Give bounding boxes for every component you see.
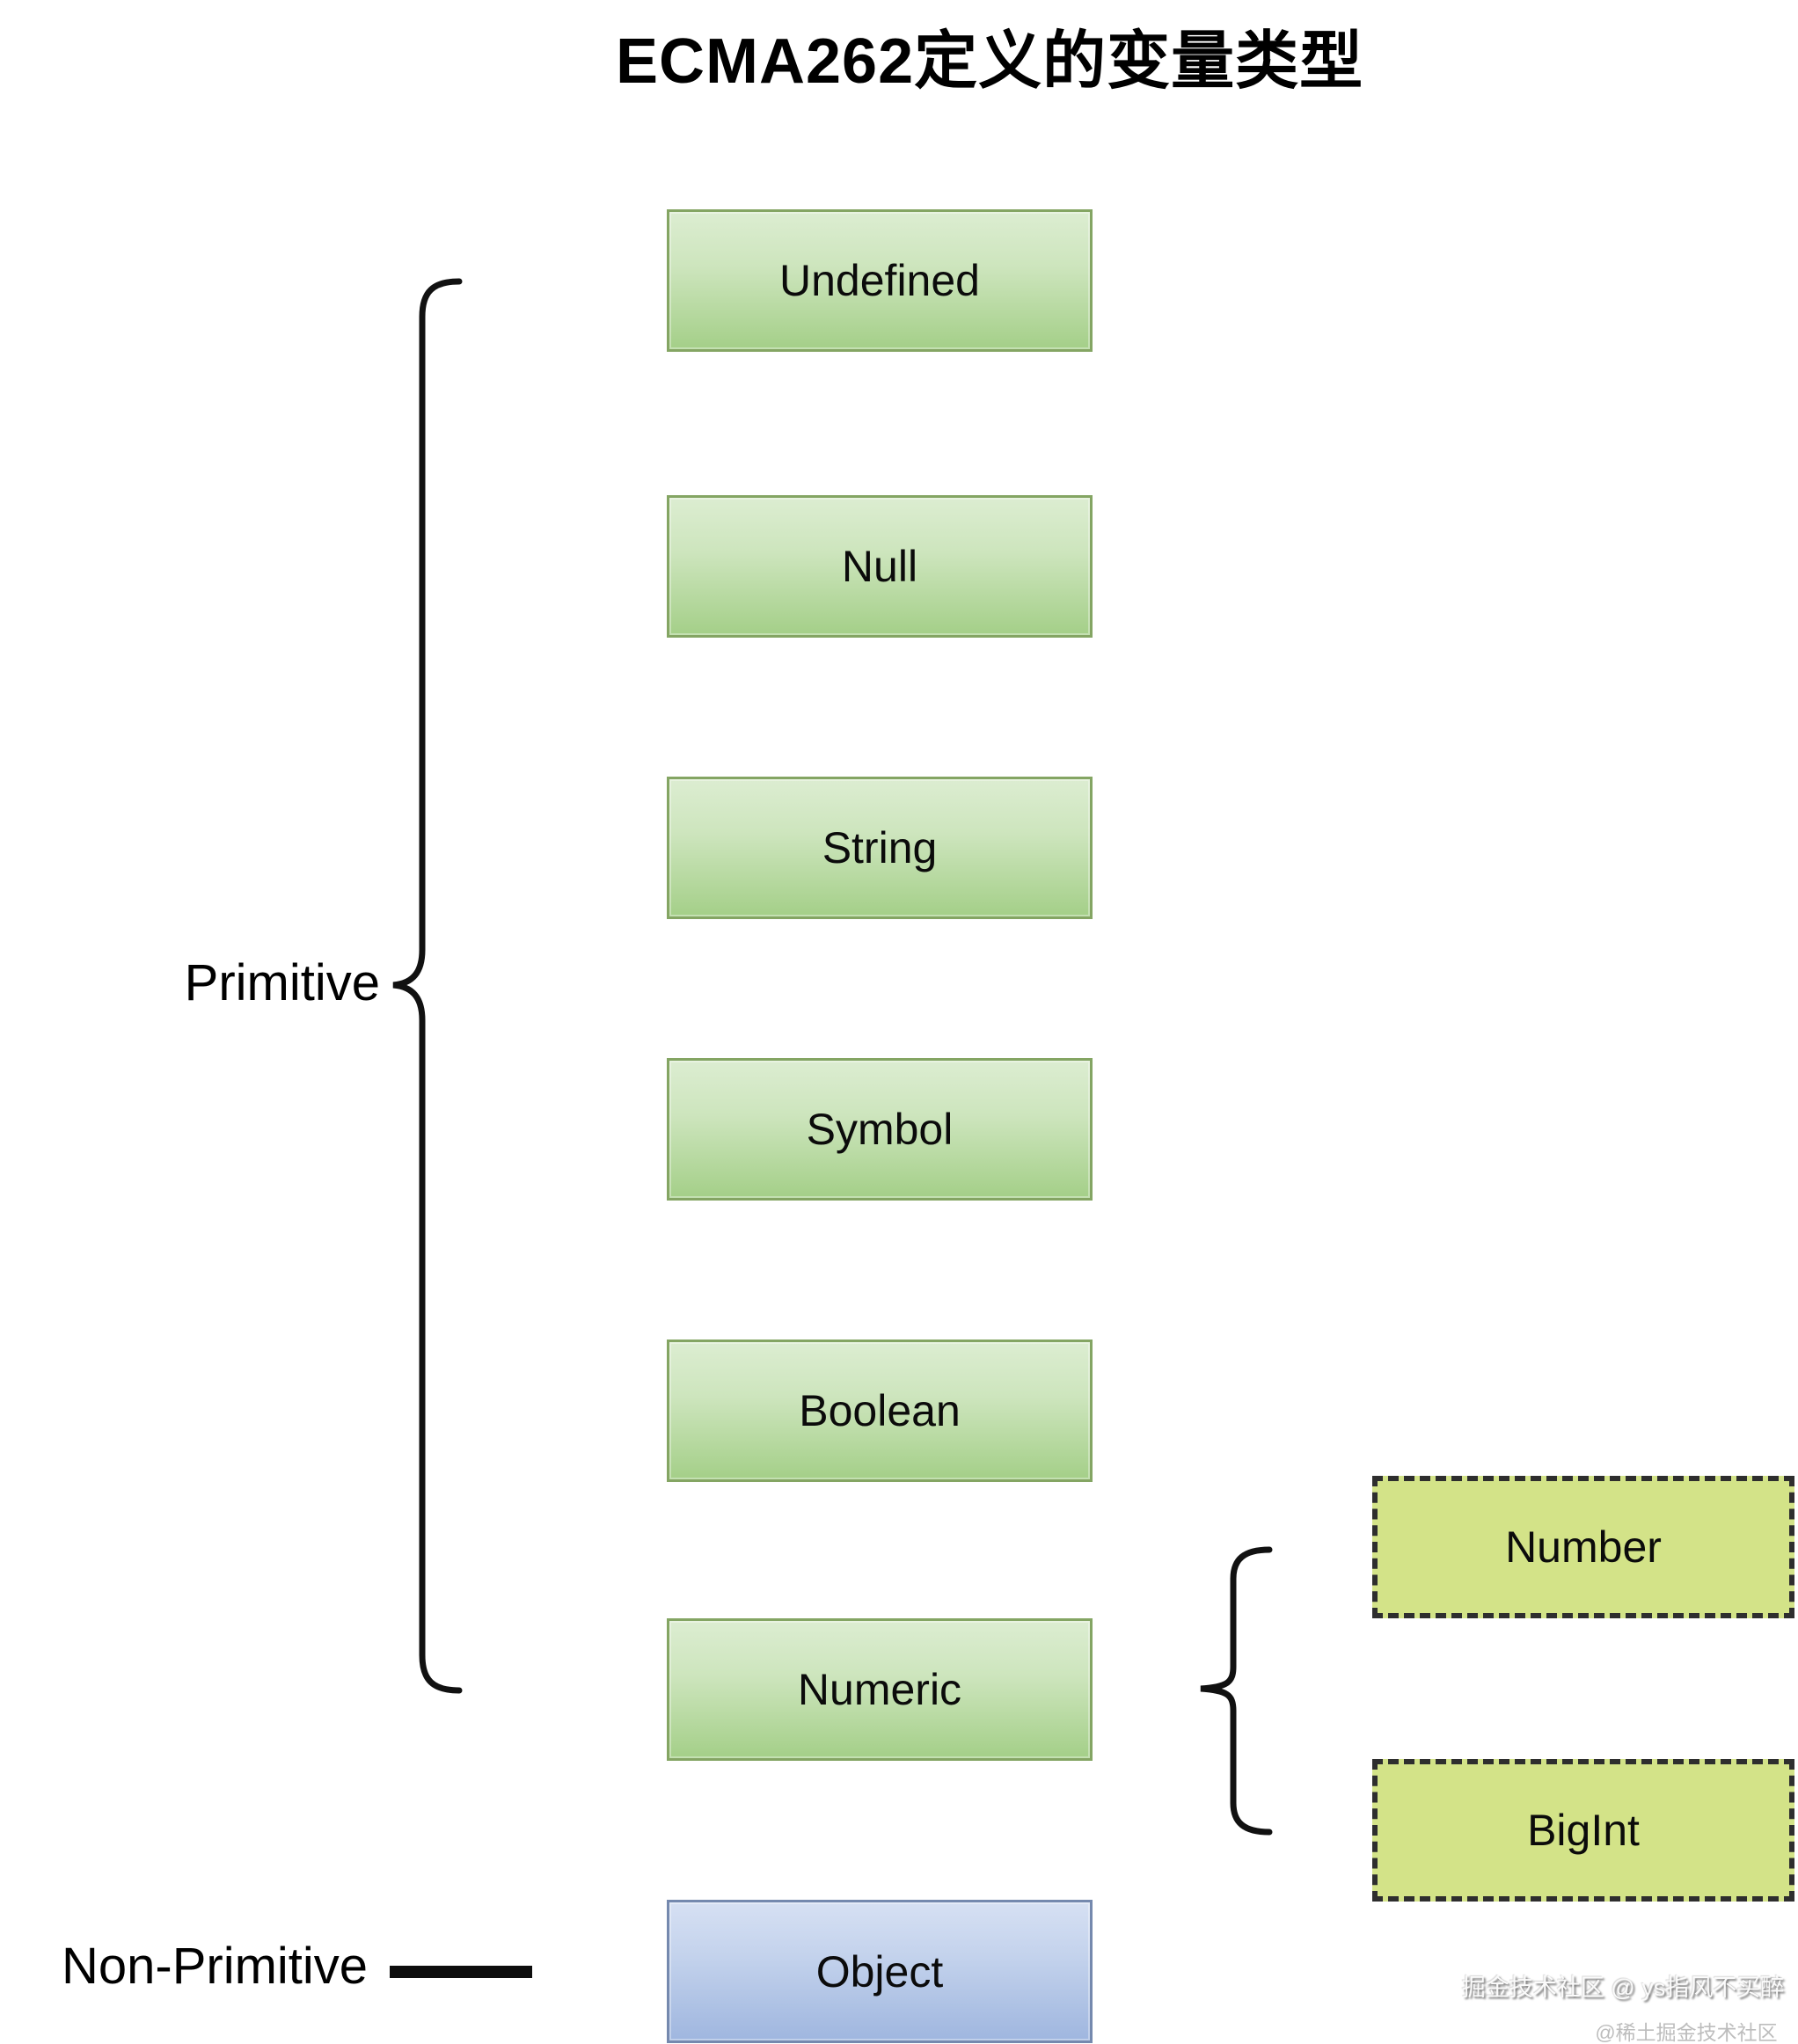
type-box-bigint-label: BigInt [1527,1806,1640,1855]
type-box-undefined-label: Undefined [779,256,980,305]
non-primitive-connector-line [390,1966,532,1978]
numeric-subtypes-brace [1200,1546,1273,1836]
type-box-null: Null [667,495,1093,638]
watermark-secondary: @稀土掘金技术社区 [1595,2021,1778,2044]
type-box-undefined: Undefined [667,209,1093,352]
diagram-title: ECMA262定义的变量类型 [616,26,1364,97]
primitive-group-brace [392,278,463,1694]
type-box-symbol: Symbol [667,1058,1093,1201]
watermark-primary: 掘金技术社区 @ ys指风不买醉 [1461,1975,1785,2001]
type-box-string-label: String [822,823,938,872]
non-primitive-group-label: Non-Primitive [62,1938,369,1995]
type-box-number: Number [1372,1476,1794,1618]
type-box-object-label: Object [815,1946,944,1997]
type-box-numeric-label: Numeric [797,1665,962,1714]
type-box-object: Object [667,1900,1093,2043]
type-box-null-label: Null [841,542,918,591]
type-box-symbol-label: Symbol [806,1105,954,1154]
type-box-number-label: Number [1505,1522,1662,1572]
primitive-group-label: Primitive [184,954,380,1011]
type-box-boolean-label: Boolean [799,1386,961,1435]
type-box-bigint: BigInt [1372,1759,1794,1902]
type-box-string: String [667,777,1093,919]
type-box-boolean: Boolean [667,1340,1093,1482]
type-box-numeric: Numeric [667,1618,1093,1761]
